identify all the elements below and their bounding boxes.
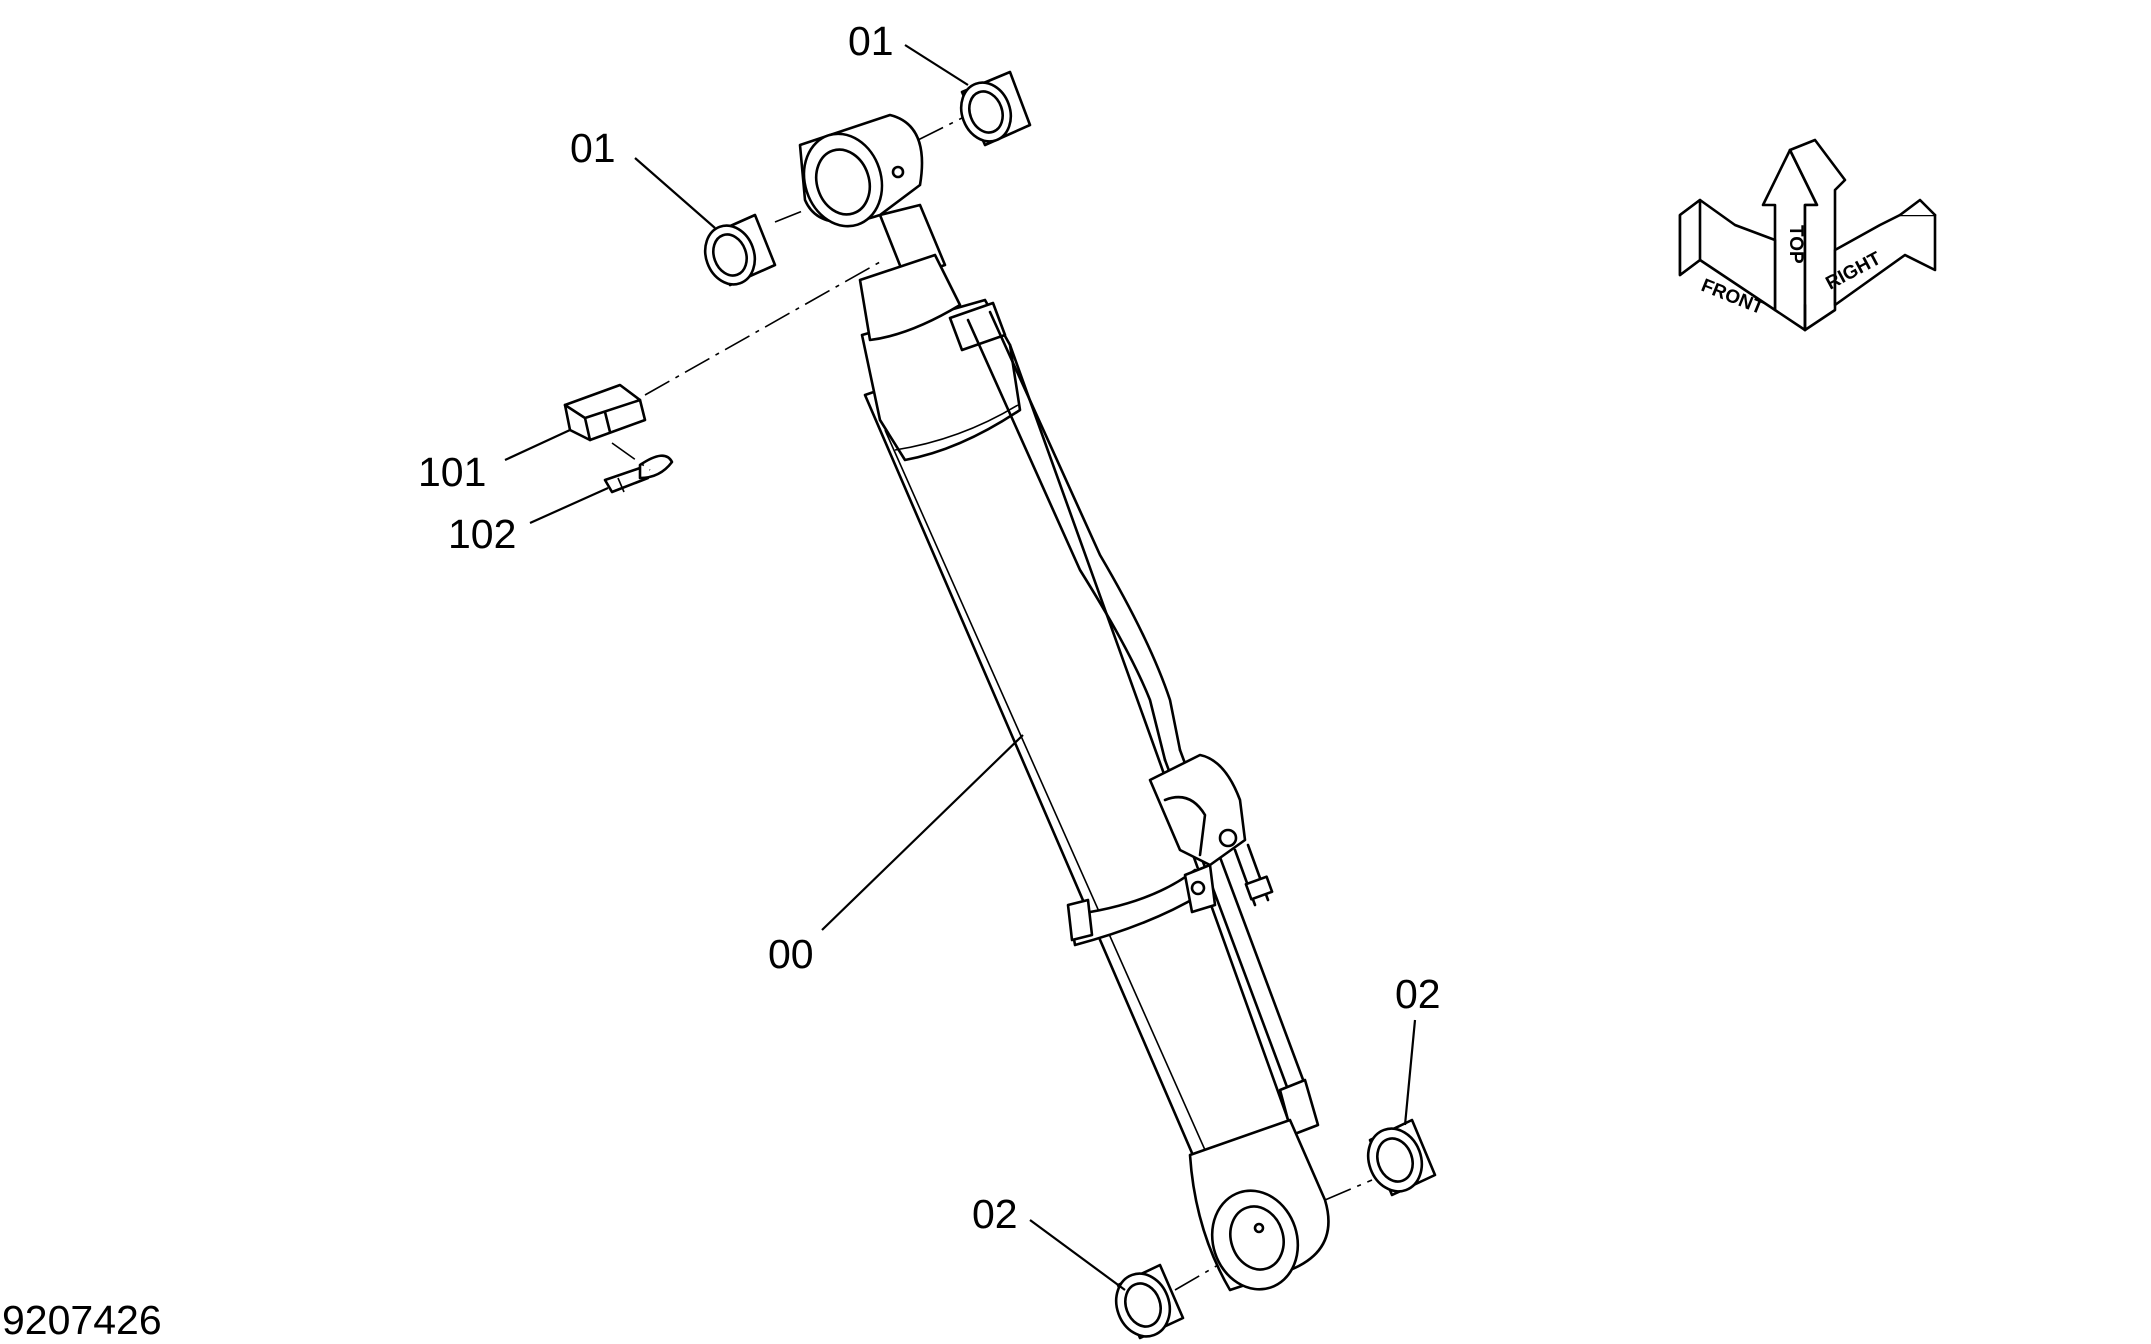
bushing-bottom-left bbox=[1114, 1263, 1185, 1340]
drawing-number: 9207426 bbox=[2, 1297, 162, 1343]
grease-fitting-cap bbox=[563, 383, 647, 442]
callout-bushing-rod-left: 01 bbox=[570, 125, 616, 171]
rod-eye bbox=[798, 113, 924, 228]
orientation-top-label: TOP bbox=[1785, 225, 1806, 264]
callout-cylinder-assembly: 00 bbox=[768, 931, 814, 977]
bottom-eye bbox=[1210, 1189, 1300, 1291]
orientation-indicator: FRONT RIGHT TOP bbox=[1678, 138, 1937, 332]
hose-clamp bbox=[1066, 863, 1217, 947]
callout-bushing-rod-right: 01 bbox=[848, 18, 894, 64]
piston-rod bbox=[858, 203, 962, 342]
callout-bushing-bottom-left: 02 bbox=[972, 1191, 1018, 1237]
callout-grease-fitting-cap: 101 bbox=[418, 449, 486, 495]
cylinder-barrel bbox=[863, 343, 1292, 1162]
valve-block bbox=[1148, 753, 1274, 907]
leader-lines bbox=[504, 44, 1417, 1291]
assembly-center-lines bbox=[611, 117, 1373, 1291]
grease-fitting bbox=[603, 454, 674, 494]
bushing-bottom-right bbox=[1366, 1118, 1437, 1197]
bushing-rod-left bbox=[703, 213, 777, 287]
bushing-rod-right bbox=[959, 70, 1032, 147]
callout-bushing-bottom-right: 02 bbox=[1395, 971, 1441, 1017]
callout-grease-fitting: 102 bbox=[448, 511, 516, 557]
